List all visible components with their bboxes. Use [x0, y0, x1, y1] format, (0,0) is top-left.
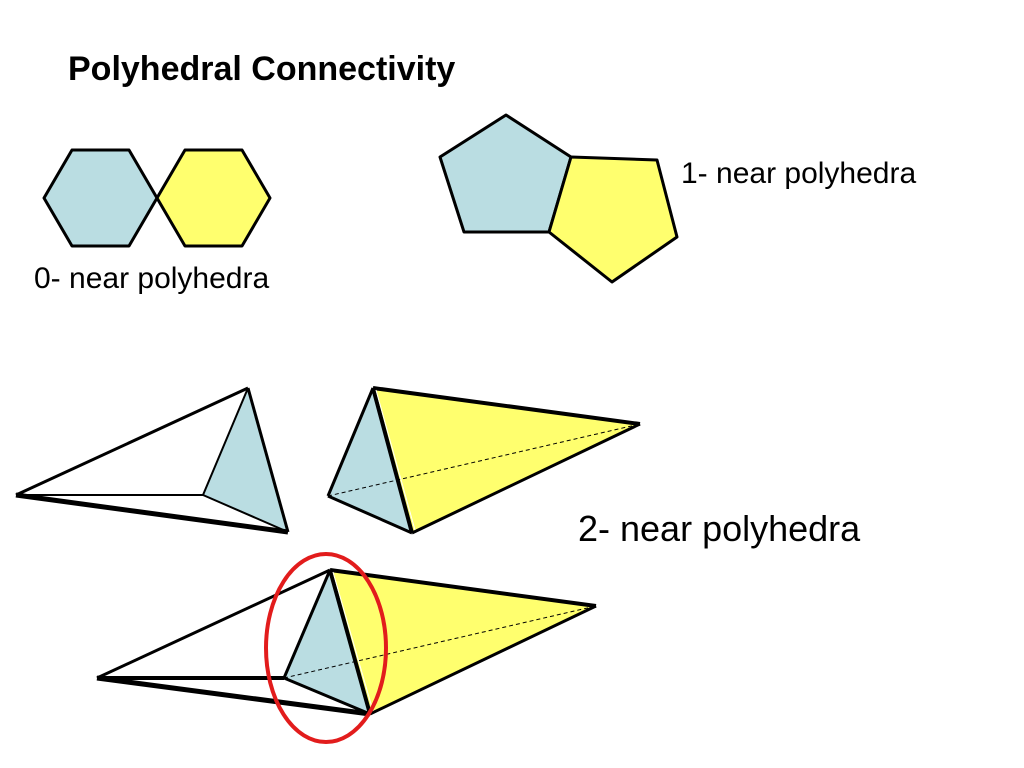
tetra-right-edge	[411, 422, 641, 535]
tetrahedron-left	[15, 386, 290, 535]
tetra-left-blue-face	[203, 388, 288, 532]
tetra-left-edge	[246, 387, 290, 533]
tetrahedron-right	[326, 386, 641, 535]
joined-edge	[328, 569, 372, 715]
hexagon-blue	[42, 148, 159, 248]
joined-edge	[96, 568, 331, 680]
one-near-figure	[438, 113, 679, 284]
joined-edge	[96, 675, 371, 717]
tetra-left-edge	[15, 386, 249, 497]
tetra-right-edge	[371, 387, 414, 534]
tetra-left-edge	[202, 494, 289, 533]
zero-near-label: 0- near polyhedra	[34, 262, 270, 295]
pentagon-blue	[438, 113, 573, 234]
pentagon-yellow	[547, 155, 679, 284]
tetra-right-yellow-face	[373, 388, 640, 533]
one-near-label: 1- near polyhedra	[681, 157, 917, 190]
tetra-left-edge	[202, 387, 249, 496]
highlight-ellipse	[264, 552, 388, 744]
joined-edge	[329, 568, 597, 608]
joined-edge	[369, 604, 597, 716]
tetra-right-inner-edge	[375, 389, 416, 531]
joined-yellow-face	[330, 570, 596, 714]
tetra-right-edge	[327, 494, 413, 535]
hexagon-yellow	[155, 148, 272, 248]
zero-near-figure	[42, 148, 272, 248]
joined-blue-face	[284, 570, 370, 714]
joined-edge	[283, 676, 371, 716]
two-near-label: 2- near polyhedra	[578, 508, 861, 549]
joined-tetrahedra	[96, 552, 597, 744]
slide-title: Polyhedral Connectivity	[68, 50, 456, 88]
tetra-right-edge	[372, 386, 641, 426]
joined-edge	[282, 569, 332, 679]
tetra-right-blue-face	[328, 388, 412, 533]
tetra-right-hidden-edge	[327, 423, 641, 497]
joined-hidden-edge	[283, 605, 597, 679]
tetra-left-edge	[15, 492, 289, 535]
joined-inner-edge	[332, 571, 374, 712]
tetra-right-edge	[326, 387, 375, 497]
